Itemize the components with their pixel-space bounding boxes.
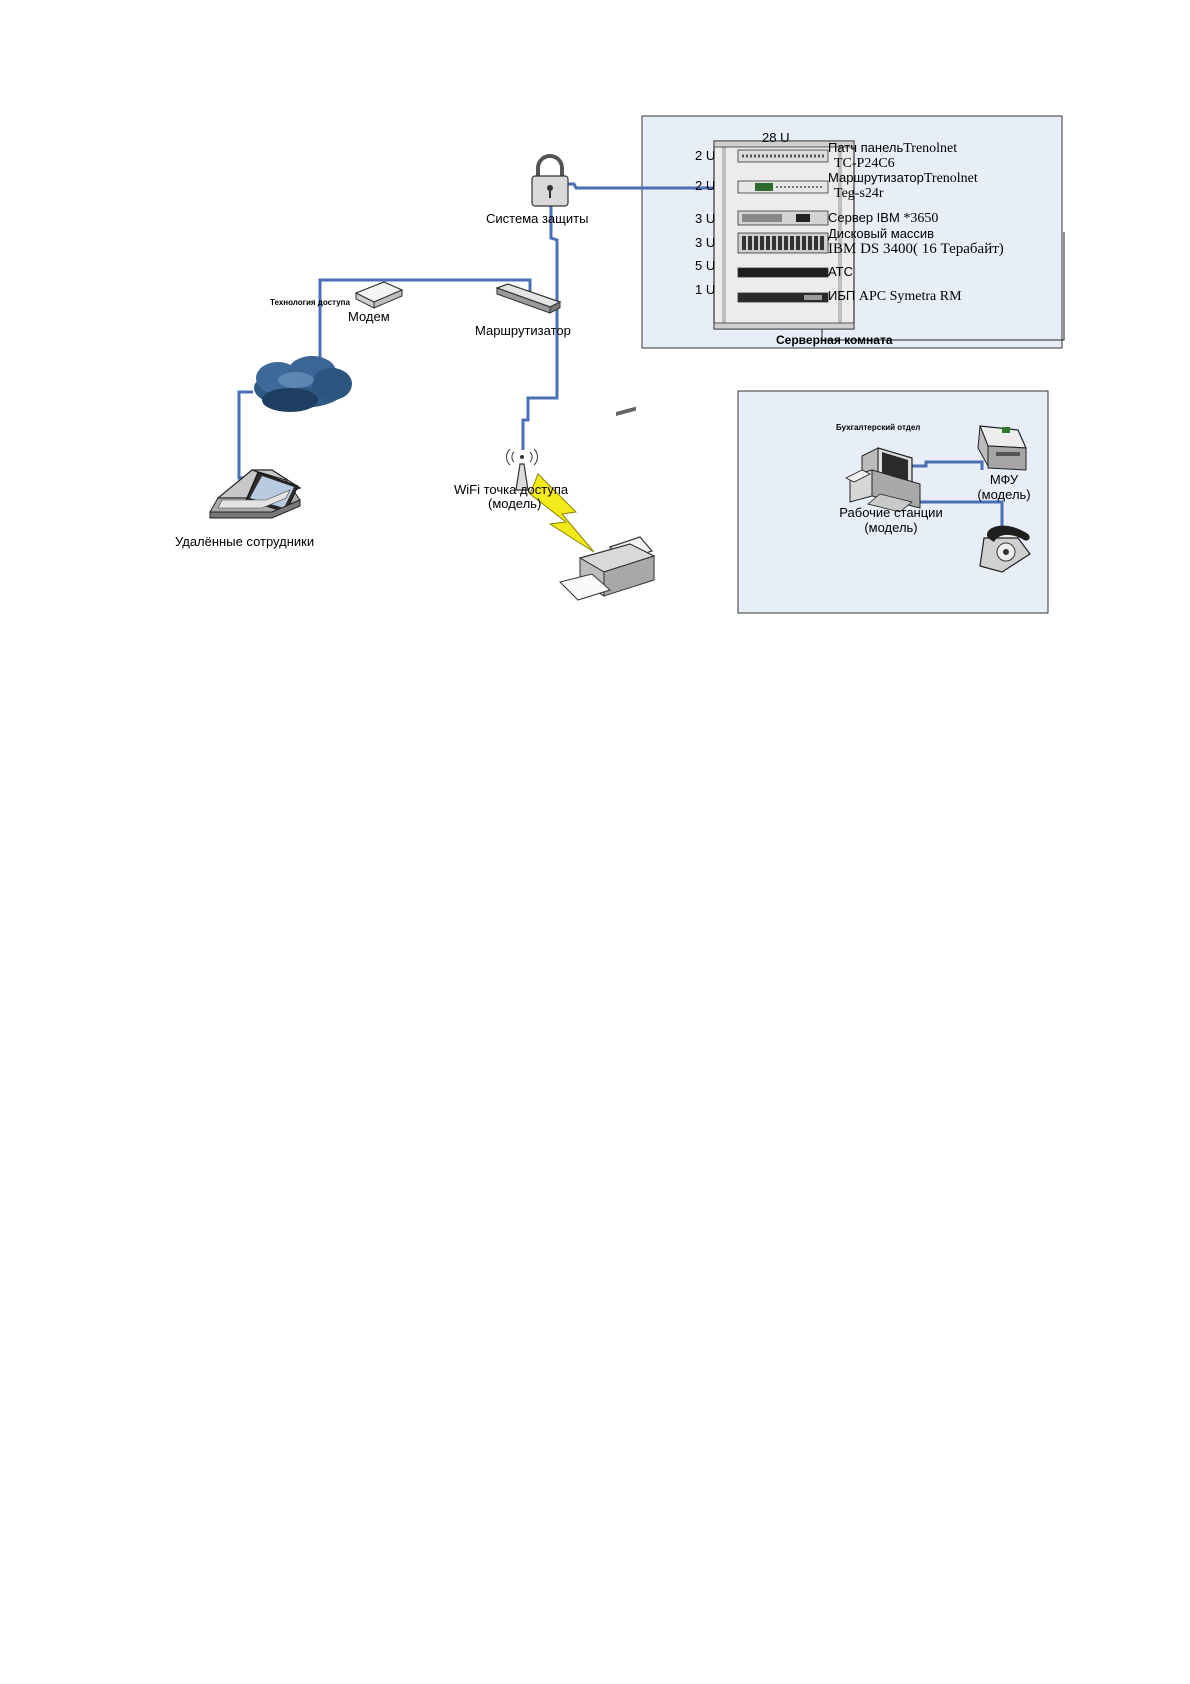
rack-desc-patch: Патч панельTrenolnet xyxy=(828,140,957,156)
label-mfp-line2: (модель) xyxy=(977,487,1031,502)
padlock-icon xyxy=(531,154,569,207)
rack-units-pbx: 5 U xyxy=(695,258,716,273)
label-access-tech: Технология доступа xyxy=(270,298,350,307)
rack-desc-disk: Дисковый массив xyxy=(828,226,935,241)
rack-units-patch: 2 U xyxy=(695,148,716,163)
rack-desc-server-name: Сервер IBM xyxy=(828,210,904,225)
rack-desc-server-model: *3650 xyxy=(903,211,939,226)
rack-units-disk: 3 U xyxy=(695,235,716,250)
rack-pbx xyxy=(737,267,829,278)
rack-desc-router-name: Маршрутизатор xyxy=(828,170,924,185)
rack-desc-patch-brand: Trenolnet xyxy=(903,141,958,156)
rack-units-server: 3 U xyxy=(695,211,716,226)
link-modem-router xyxy=(318,278,532,302)
rack-router xyxy=(737,180,829,194)
wifi-antenna-icon xyxy=(506,448,538,491)
label-mfp-line1: МФУ xyxy=(989,472,1019,487)
telephone-icon xyxy=(979,525,1031,573)
label-mfp: МФУ (модель) xyxy=(966,472,1042,502)
label-workstations-line1: Рабочие станции xyxy=(839,505,943,520)
rack-desc-server: Сервер IBM *3650 xyxy=(828,210,938,226)
rack-units-router: 2 U xyxy=(695,178,716,193)
rack-desc-patch-model: TC-P24C6 xyxy=(834,156,895,171)
link-workstation-phone xyxy=(912,500,1004,532)
label-workstations: Рабочие станции (модель) xyxy=(826,505,956,535)
link-cloud-laptop xyxy=(237,390,254,480)
rack-patch-panel xyxy=(737,149,829,163)
label-modem: Модем xyxy=(348,309,390,324)
label-remote-employees: Удалённые сотрудники xyxy=(175,534,315,549)
network-links xyxy=(237,182,1004,532)
rack-units-ups: 1 U xyxy=(695,282,716,297)
label-wifi-line2: (модель) xyxy=(488,496,542,511)
server-rack-icon xyxy=(713,140,855,330)
modem-icon xyxy=(354,281,404,309)
accounting-title: Бухгалтерский отдел xyxy=(836,423,921,432)
label-workstations-line2: (модель) xyxy=(864,520,918,535)
rack-desc-patch-name: Патч панель xyxy=(828,140,904,155)
mfp-icon xyxy=(977,425,1027,471)
rack-desc-ups: ИБП APC Symetra RM xyxy=(828,288,962,304)
rack-size-label: 28 U xyxy=(762,130,790,145)
rack-disk-array xyxy=(737,232,829,254)
rack-desc-ups-model: APC Symetra RM xyxy=(858,289,962,304)
rack-desc-router-model: Teg-s24r xyxy=(834,186,884,201)
rack-ups xyxy=(737,292,829,303)
router-icon xyxy=(495,283,562,314)
label-wifi-line1: WiFi точка доступа xyxy=(454,482,569,497)
rack-desc-router-brand: Trenolnet xyxy=(923,171,978,186)
label-router: Маршрутизатор xyxy=(475,323,571,338)
wireless-signal-bolt xyxy=(529,473,595,553)
rack-desc-disk-model: IBM DS 3400( 16 Терабайт) xyxy=(828,241,1004,257)
rack-desc-router: МаршрутизаторTrenolnet xyxy=(828,170,978,186)
server-room-title: Серверная комната xyxy=(776,333,893,347)
printer-icon xyxy=(559,406,656,601)
link-lock-router-wifi xyxy=(521,205,559,450)
link-workstation-mfp xyxy=(910,460,984,470)
rack-desc-ups-name: ИБП xyxy=(828,288,859,303)
workstation-icon xyxy=(845,447,921,513)
panel-corner-line xyxy=(822,232,1065,341)
link-lock-rack xyxy=(564,182,737,190)
rack-desc-pbx: АТС xyxy=(828,264,853,279)
label-security: Система защиты xyxy=(486,211,589,226)
cloud-icon xyxy=(254,356,352,412)
rack-server xyxy=(737,210,829,226)
laptop-icon xyxy=(209,469,302,519)
